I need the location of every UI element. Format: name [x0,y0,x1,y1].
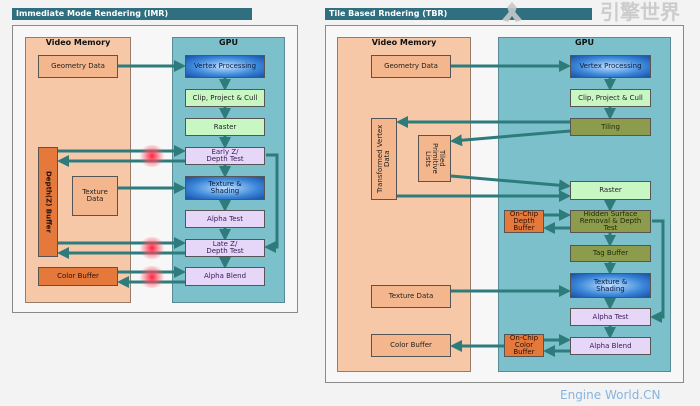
tbr-onchip-depth-buffer: On-Chip Depth Buffer [504,210,544,233]
bandwidth-hotspot-early-z [138,145,166,167]
imr-alpha-blend: Alpha Blend [185,267,265,286]
tbr-alpha-test: Alpha Test [570,308,651,326]
imr-vertex-processing: Vertex Processing [185,55,265,78]
tbr-video-memory-label: Video Memory [371,38,437,47]
tbr-video-memory: Video Memory [337,37,471,372]
tbr-geometry-data: Geometry Data [371,55,451,78]
tbr-texture-data: Texture Data [371,285,451,308]
imr-raster: Raster [185,118,265,136]
watermark-subtitle: Engine World.CN [560,388,661,402]
imr-late-z: Late Z/ Depth Test [185,239,265,257]
tbr-tiled-primitive-lists: Tiled Primitive Lists [418,135,451,182]
bandwidth-hotspot-late-z [138,237,166,259]
tbr-gpu-label: GPU [575,38,594,47]
bandwidth-hotspot-color [138,266,166,288]
tbr-color-buffer: Color Buffer [371,334,451,357]
imr-geometry-data: Geometry Data [38,55,118,78]
watermark-text: 引擎世界 [600,0,680,24]
tbr-onchip-color-buffer: On-Chip Color Buffer [504,334,544,357]
tbr-clip-project-cull: Clip, Project & Cull [570,89,651,107]
imr-video-memory-label: Video Memory [45,38,111,47]
imr-title: Immediate Mode Rendering (IMR) [12,8,252,20]
tbr-transformed-vertex-data: Transformed Vertex Data [371,118,397,200]
imr-color-buffer: Color Buffer [38,267,118,286]
imr-early-z: Early Z/ Depth Test [185,147,265,165]
imr-alpha-test: Alpha Test [185,210,265,228]
watermark-logo-icon [500,0,524,28]
imr-clip-project-cull: Clip, Project & Cull [185,89,265,107]
tbr-tag-buffer: Tag Buffer [570,245,651,262]
tbr-raster: Raster [570,181,651,200]
tbr-tiling: Tiling [570,118,651,136]
tbr-texture-shading: Texture & Shading [570,273,651,298]
imr-texture-shading: Texture & Shading [185,176,265,200]
imr-gpu-label: GPU [219,38,238,47]
tbr-title: Tile Based Rndering (TBR) [325,8,592,20]
imr-depth-buffer: Depth(Z) Buffer [38,147,58,257]
tbr-alpha-blend: Alpha Blend [570,337,651,355]
imr-texture-data: Texture Data [72,176,118,216]
tbr-hidden-surface-removal: Hidden Surface Removal & Depth Test [570,210,651,233]
tbr-vertex-processing: Vertex Processing [570,55,651,78]
